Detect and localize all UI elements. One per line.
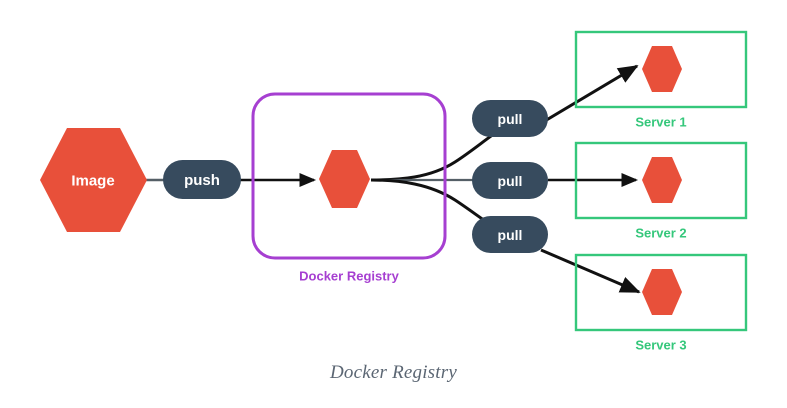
pull-pill-1-label: pull [498,111,523,127]
server-1-box[interactable]: Server 1 [574,30,748,130]
figure-caption: Docker Registry [330,362,457,383]
server-2-box[interactable]: Server 2 [574,141,748,241]
server-2-border [574,141,748,220]
server-3-box[interactable]: Server 3 [574,253,748,353]
server-2-label: Server 2 [635,226,686,241]
pull-pill-3-shape [472,216,548,253]
server-3-hexagon-shape [642,269,682,315]
push-pill[interactable]: push [163,160,241,199]
docker-registry-border [251,92,447,260]
pull-pill-2[interactable]: pull [472,162,548,199]
pull-pill-2-shape [472,162,548,199]
docker-registry-box[interactable]: Docker Registry [251,92,447,284]
server-3-border [574,253,748,332]
image-node[interactable]: Image [40,128,147,232]
server-2-hexagon-shape [642,157,682,203]
push-pill-shape [163,160,241,199]
arrow-pull-3-to-server-3 [540,248,641,294]
image-hexagon-shape [40,128,147,232]
server-1-hexagon-shape [642,46,682,92]
image-label: Image [71,173,114,190]
pull-pill-1-shape [472,100,548,137]
pull-pill-1[interactable]: pull [472,100,548,137]
pull-pill-3[interactable]: pull [472,216,548,253]
server-3-label: Server 3 [635,338,686,353]
docker-registry-caption: Docker Registry [299,269,399,284]
registry-hexagon-shape [319,150,370,208]
arrow-pull-1-to-server-1 [532,64,639,130]
pull-pill-2-label: pull [498,173,523,189]
pull-pill-3-label: pull [498,227,523,243]
server-1-label: Server 1 [635,115,686,130]
push-label: push [184,172,220,189]
server-1-border [574,30,748,109]
